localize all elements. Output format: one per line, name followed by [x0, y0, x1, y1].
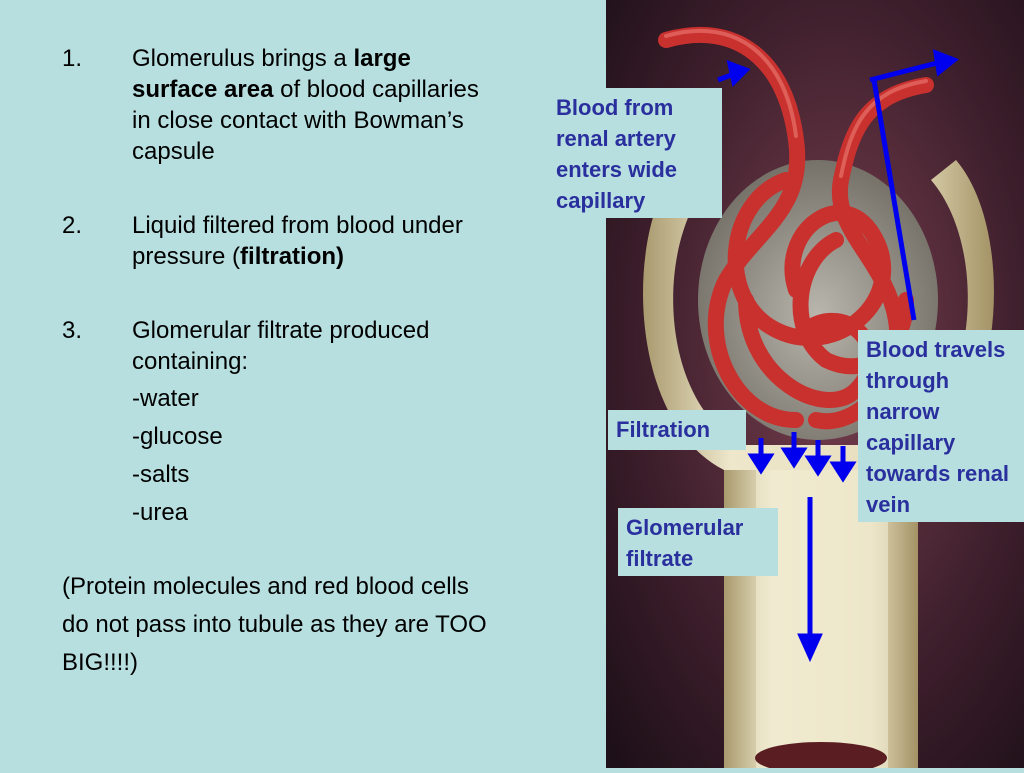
- tubule-opening: [755, 742, 887, 773]
- bold-text: large surface area: [132, 45, 411, 103]
- sub-item-glucose: -glucose: [132, 423, 223, 450]
- text-panel: 1. Glomerulus brings a large surface are…: [62, 43, 502, 676]
- label-filtration: Filtration: [608, 410, 746, 450]
- label-renal-artery: Blood from renal artery enters wide capi…: [548, 88, 722, 218]
- text-run: Liquid filtered from blood under pressur…: [132, 212, 463, 270]
- glomerular-capillaries: [658, 27, 934, 430]
- arrow-vein-shaft: [871, 79, 917, 321]
- list-item-text: Glomerular filtrate produced containing:: [132, 317, 430, 375]
- arrow-head: [804, 455, 832, 477]
- arrow-head: [780, 447, 808, 469]
- tubule-lumen: [756, 470, 888, 768]
- list-item-text: Liquid filtered from blood under pressur…: [132, 210, 502, 272]
- list-number: 2.: [62, 212, 83, 239]
- arrow-head: [726, 60, 751, 87]
- arrow-vein: [869, 59, 942, 83]
- text-run: of blood capillaries in close contact wi…: [132, 76, 479, 165]
- list-number: 3.: [62, 317, 83, 344]
- flow-arrows: [717, 49, 959, 663]
- sub-item-salts: -salts: [132, 461, 190, 488]
- list-item-text: Glomerulus brings a large surface area o…: [132, 43, 502, 167]
- afferent-arteriole: [658, 27, 806, 428]
- sub-item-urea: -urea: [132, 499, 189, 526]
- arrow-head: [747, 453, 775, 475]
- arrow-head: [797, 633, 823, 663]
- sub-item-water: -water: [132, 385, 199, 412]
- arrow-head: [829, 461, 857, 483]
- list-number: 1.: [62, 45, 83, 72]
- text-run: Glomerulus brings a: [132, 45, 354, 72]
- capillary-loop: [738, 292, 879, 408]
- label-renal-vein: Blood travels through narrow capillary t…: [858, 330, 1024, 522]
- protein-note: (Protein molecules and red blood cells d…: [62, 573, 487, 676]
- label-glomerular-filtrate: Glomerular filtrate: [618, 508, 778, 576]
- arrow-head: [932, 49, 959, 77]
- bold-text: filtration): [240, 243, 345, 270]
